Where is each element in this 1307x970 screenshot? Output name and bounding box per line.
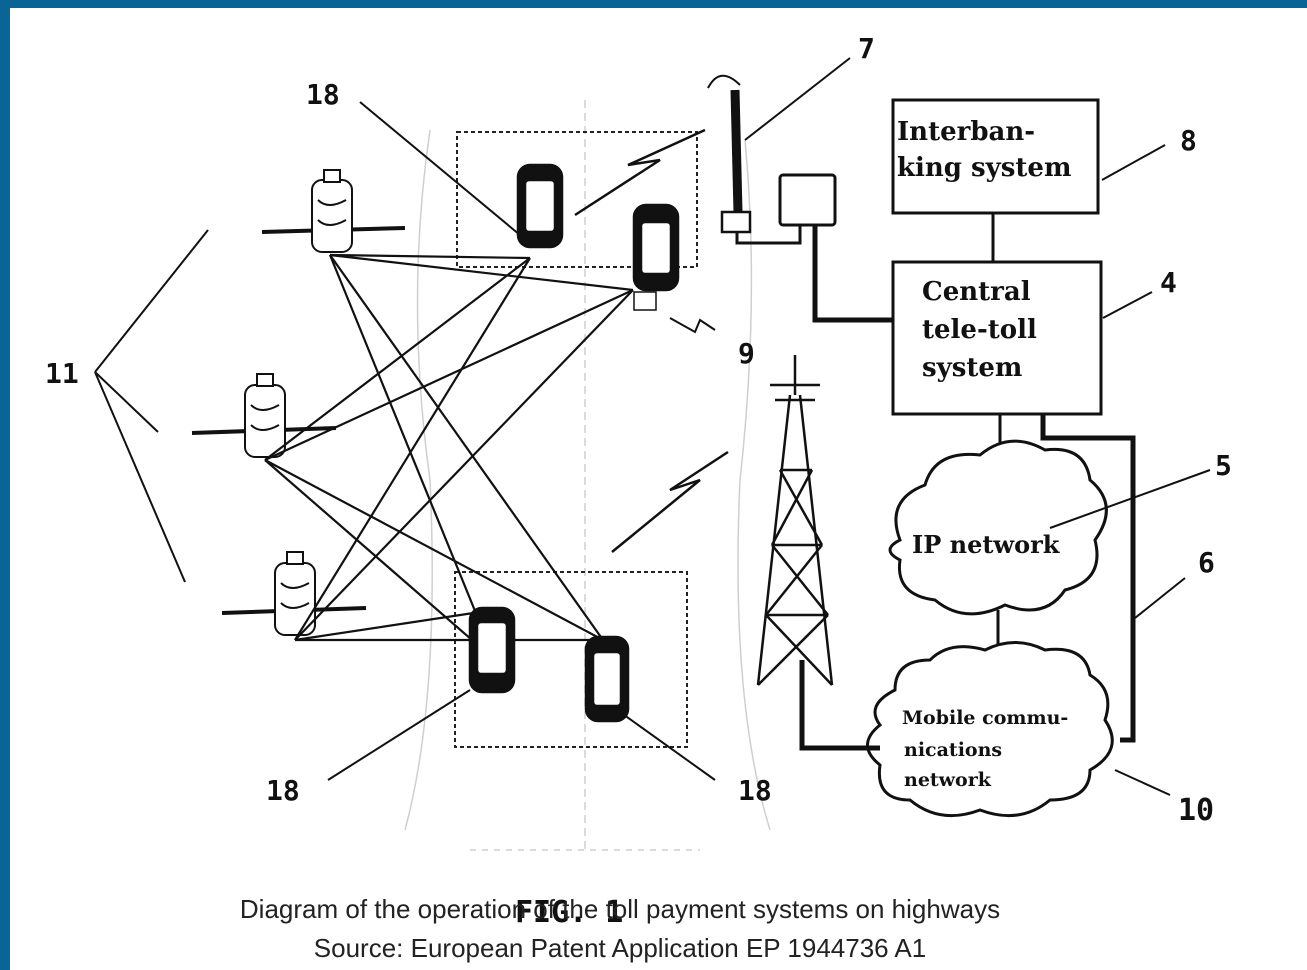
label-18-bottom-left: 18 <box>266 774 300 807</box>
left-border <box>0 0 10 970</box>
central-line-2: tele-toll <box>922 315 1037 345</box>
satellite-3 <box>221 551 367 636</box>
central-toll-box <box>891 260 1103 416</box>
toll-zone-top <box>456 131 698 268</box>
satellite-2 <box>191 373 337 458</box>
central-line-3: system <box>922 353 1022 383</box>
vehicle-bottom-left <box>468 606 516 694</box>
toll-antenna <box>707 74 895 323</box>
label-7: 7 <box>858 32 875 65</box>
label-4: 4 <box>1160 266 1177 299</box>
label-11: 11 <box>45 357 79 390</box>
mobile-network-line-3: network <box>904 769 992 791</box>
caption-line-2: Source: European Patent Application EP 1… <box>313 933 927 963</box>
figure-label: FIG. 1 <box>515 895 623 930</box>
central-line-1: Central <box>922 277 1031 307</box>
interbanking-line-2: king system <box>897 153 1071 183</box>
label-10: 10 <box>1178 793 1214 828</box>
vehicle-bottom-right <box>584 635 630 723</box>
mobile-network-line-1: Mobile commu- <box>902 707 1068 729</box>
mobile-tower <box>756 355 880 751</box>
label-8: 8 <box>1180 124 1197 157</box>
label-5: 5 <box>1215 449 1232 482</box>
satellite-1 <box>261 169 406 253</box>
leader-lines <box>94 57 1211 796</box>
label-6: 6 <box>1198 546 1215 579</box>
toll-zone-bottom <box>454 571 688 748</box>
interbanking-line-1: Interban- <box>897 117 1035 147</box>
label-18-top: 18 <box>306 78 340 111</box>
ip-network-label: IP network <box>912 530 1061 559</box>
label-18-bottom-right: 18 <box>738 774 772 807</box>
vehicle-top-right <box>632 203 680 311</box>
label-9: 9 <box>738 337 755 370</box>
satellite-links <box>264 253 634 661</box>
lightning-bolt-bottom <box>611 450 729 553</box>
lightning-bolt-9 <box>669 317 716 334</box>
lightning-bolt-top <box>574 128 706 217</box>
mobile-network-cloud <box>866 641 1114 818</box>
road-outline <box>404 100 771 851</box>
mobile-network-line-2: nications <box>904 739 1002 761</box>
top-border <box>0 0 1307 8</box>
vehicle-top-left <box>516 163 564 249</box>
caption-line-1: Diagram of the operation of the toll pay… <box>239 894 1001 924</box>
interbanking-box <box>891 98 1100 215</box>
ip-network-cloud <box>888 439 1108 616</box>
